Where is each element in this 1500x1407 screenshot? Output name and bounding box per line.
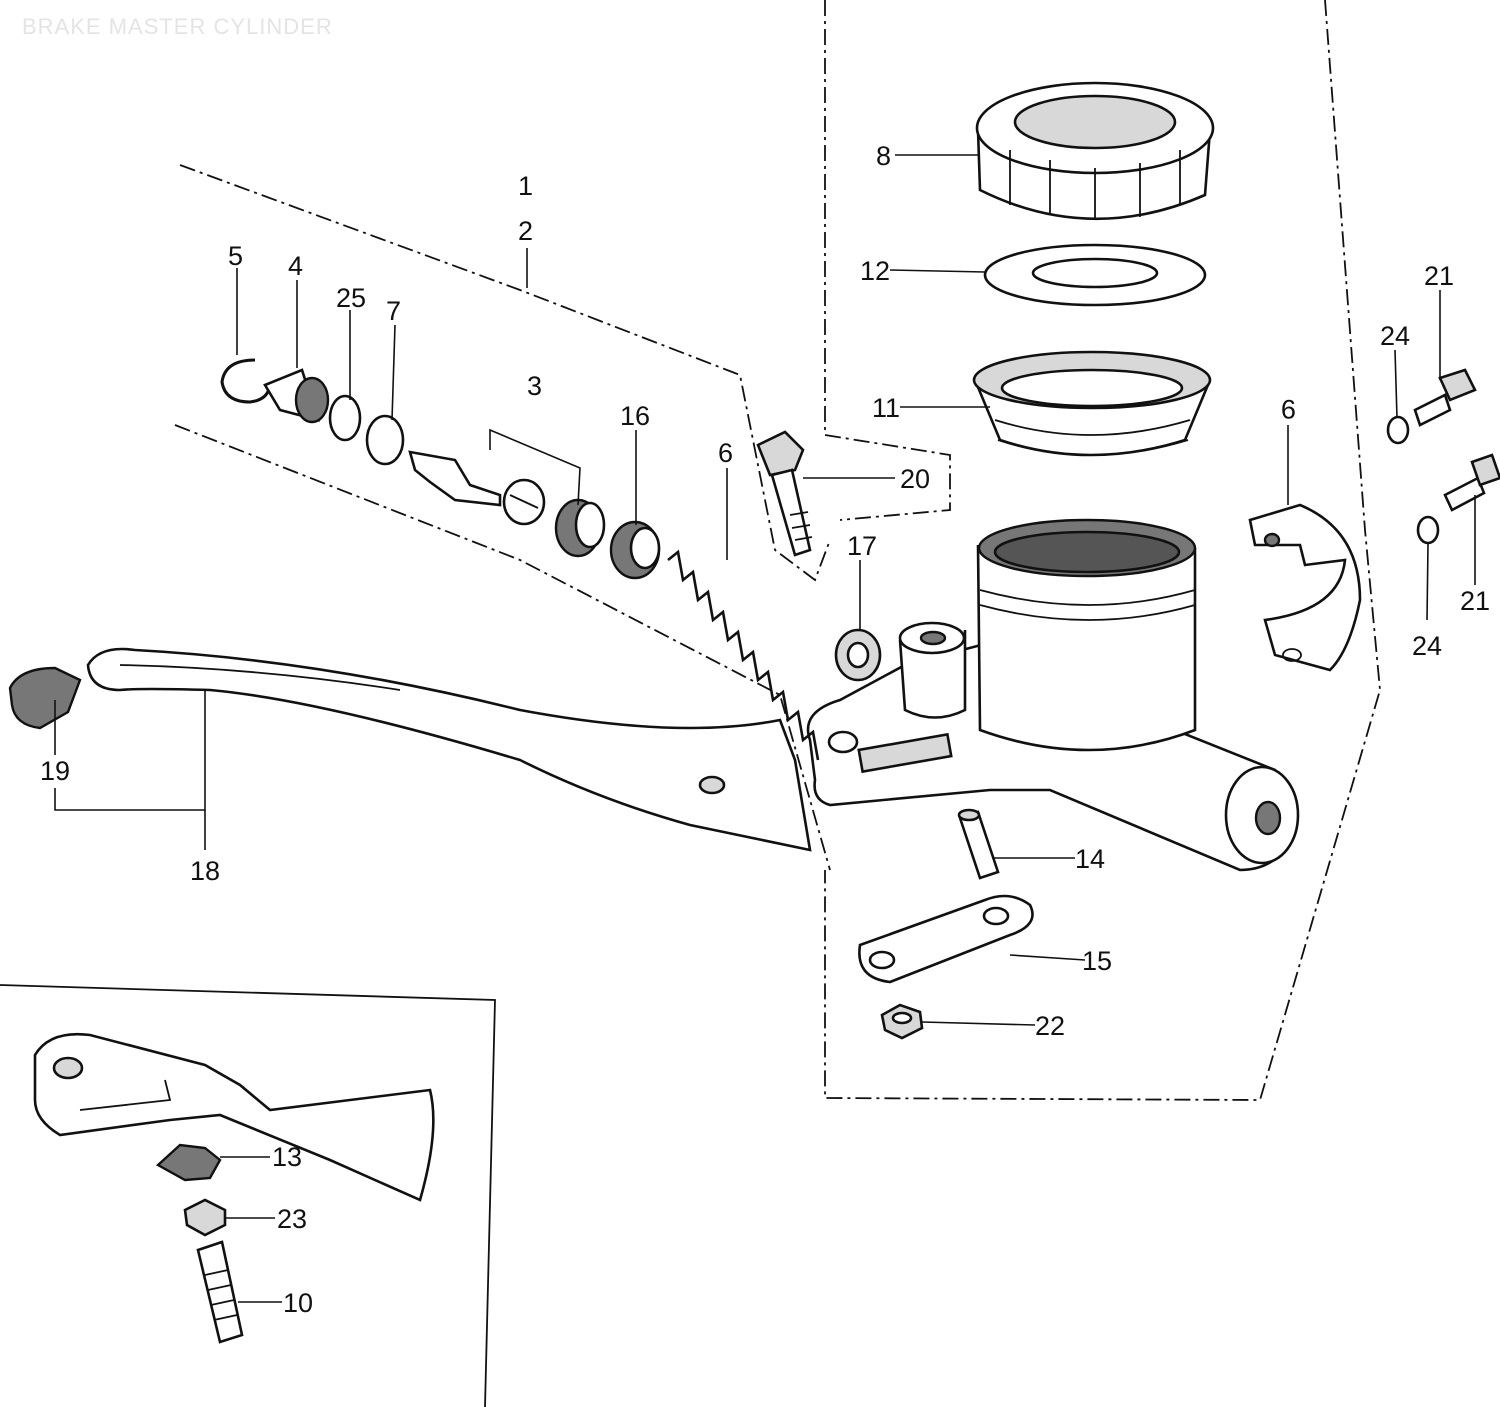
leader-lines — [54, 154, 1476, 1303]
callout-19: 19 — [40, 756, 70, 786]
callout-12: 12 — [860, 256, 890, 286]
reservoir-cap-icon — [975, 81, 1215, 221]
callout-24-upper: 24 — [1380, 321, 1410, 351]
callout-7: 7 — [386, 296, 401, 326]
callout-15: 15 — [1082, 946, 1112, 976]
callout-11: 11 — [872, 393, 900, 423]
secondary-cup-icon — [554, 498, 606, 558]
callout-5: 5 — [228, 241, 243, 271]
hex-nut-icon — [880, 1003, 924, 1040]
pivot-bolt-icon — [756, 430, 813, 557]
piston-stop-icon — [263, 368, 330, 424]
callout-25: 25 — [336, 283, 366, 313]
callout-17: 17 — [847, 531, 877, 561]
callout-21-upper: 21 — [1424, 261, 1454, 291]
check-valve-icon — [834, 628, 882, 682]
o-ring-icon — [328, 394, 362, 442]
spring-icon — [667, 549, 820, 761]
callout-9: 9 — [1281, 394, 1296, 424]
callout-14: 14 — [1075, 844, 1105, 874]
callout-22: 22 — [1035, 1011, 1065, 1041]
callout-18: 18 — [190, 856, 220, 886]
mounting-plate-icon — [858, 894, 1034, 984]
clamp-washer-lower-icon — [1416, 515, 1440, 545]
piston-icon — [408, 450, 546, 526]
circlip-icon — [220, 358, 272, 404]
clamp-bolt-upper-icon — [1413, 368, 1477, 427]
callout-1: 1 — [518, 171, 533, 201]
inset-body-detail-icon — [33, 1032, 435, 1202]
dowel-pin-icon — [957, 808, 1000, 880]
handlebar-clamp-icon — [1248, 503, 1362, 672]
callout-6: 6 — [718, 438, 733, 468]
clamp-bolt-lower-icon — [1443, 453, 1500, 512]
callout-8: 8 — [876, 141, 891, 171]
primary-cup-icon — [609, 520, 661, 580]
callout-13: 13 — [272, 1142, 302, 1172]
inset-frame — [0, 984, 496, 1407]
callout-20: 20 — [900, 464, 930, 494]
master-cylinder-body-icon — [806, 518, 1300, 872]
diagram-title: BRAKE MASTER CYLINDER — [22, 14, 333, 39]
adjust-screw-icon — [196, 1240, 244, 1344]
callout-24-lower: 24 — [1412, 631, 1442, 661]
lever-tip-cover-icon — [8, 666, 82, 730]
lock-nut-icon — [183, 1198, 227, 1237]
diaphragm-icon — [972, 350, 1212, 457]
callout-2: 2 — [518, 216, 533, 246]
clamp-washer-upper-icon — [1386, 415, 1410, 445]
callout-3: 3 — [527, 371, 542, 401]
callout-labels: 1 2 3 4 5 6 7 8 9 10 11 12 13 14 15 16 1… — [40, 141, 1490, 1318]
brake-lever-icon — [86, 647, 812, 852]
callout-21-lower: 21 — [1460, 586, 1490, 616]
diaphragm-plate-icon — [983, 243, 1207, 307]
callout-23: 23 — [277, 1204, 307, 1234]
boot-icon — [365, 414, 405, 466]
callout-10: 10 — [283, 1288, 313, 1318]
callout-16: 16 — [620, 401, 650, 431]
callout-4: 4 — [288, 251, 303, 281]
lock-plate-icon — [155, 1143, 222, 1182]
piston-kit-boundary — [174, 164, 831, 871]
reservoir-group-boundary — [824, 0, 1381, 1101]
